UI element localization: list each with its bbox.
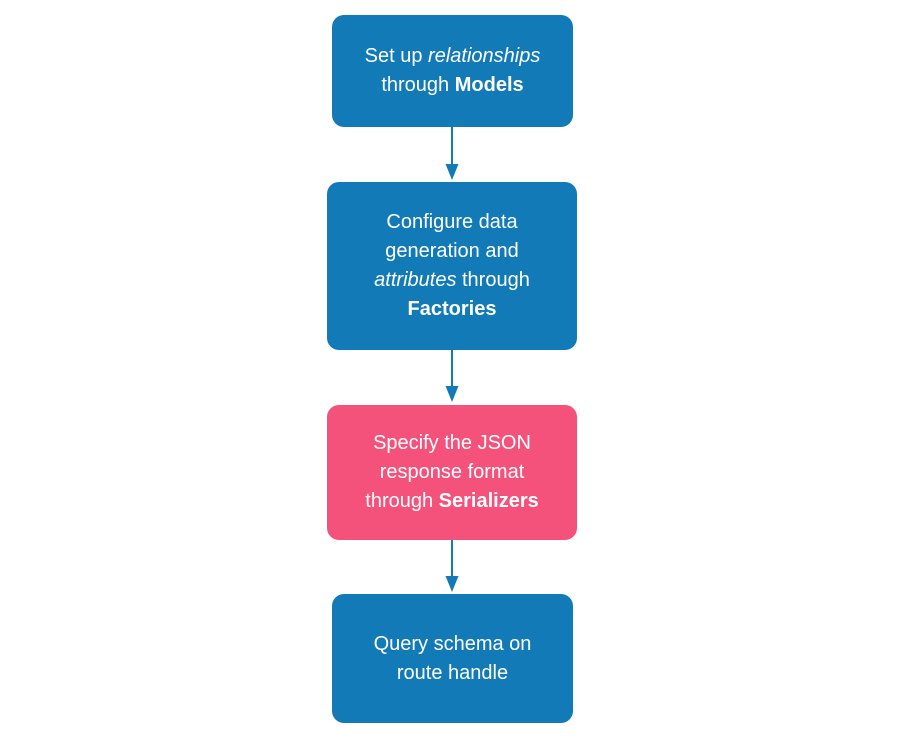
- flow-node-factories: Configure data generation and attributes…: [327, 182, 577, 350]
- node-text-line: Query schema on: [374, 630, 532, 659]
- node-text: response format: [379, 461, 525, 483]
- node-text-line: through Models: [381, 71, 523, 100]
- node-text-italic: relationships: [428, 45, 541, 67]
- flow-arrow-factories-to-serializers: [445, 350, 459, 402]
- node-text: Set up: [364, 45, 429, 67]
- node-text: through: [365, 490, 439, 512]
- node-text-line: Set up relationships: [365, 42, 541, 71]
- node-text: through: [381, 74, 455, 96]
- node-text: Query schema on: [373, 632, 532, 655]
- node-text: Configure data: [386, 211, 518, 233]
- flow-arrow-serializers-to-route-handle: [445, 540, 459, 592]
- flow-node-models: Set up relationships through Models: [332, 15, 573, 127]
- node-text-italic: attributes: [374, 269, 457, 291]
- node-text-line: Configure data: [386, 208, 517, 237]
- arrow-head-icon: [445, 386, 459, 402]
- node-text-line: route handle: [397, 659, 508, 688]
- node-text-line: generation and: [385, 237, 518, 266]
- flow-node-serializers: Specify the JSON response format through…: [327, 405, 577, 540]
- node-text: route handle: [396, 661, 509, 684]
- flow-arrow-models-to-factories: [445, 127, 459, 180]
- node-text: Specify the JSON: [373, 432, 531, 454]
- node-text: through: [456, 269, 530, 291]
- node-text-line: through Serializers: [365, 487, 538, 516]
- flow-node-route-handle: Query schema on route handle: [332, 594, 573, 723]
- node-text-bold: Models: [454, 74, 524, 96]
- arrow-head-icon: [445, 576, 459, 592]
- node-text-bold: Serializers: [438, 490, 539, 512]
- node-text-line: Specify the JSON: [373, 429, 531, 458]
- arrow-head-icon: [445, 164, 459, 180]
- node-text-line: response format: [380, 458, 525, 487]
- node-text-line: Factories: [408, 295, 497, 324]
- node-text: generation and: [385, 240, 519, 262]
- node-text-bold: Factories: [407, 298, 497, 320]
- node-text-line: attributes through: [374, 266, 530, 295]
